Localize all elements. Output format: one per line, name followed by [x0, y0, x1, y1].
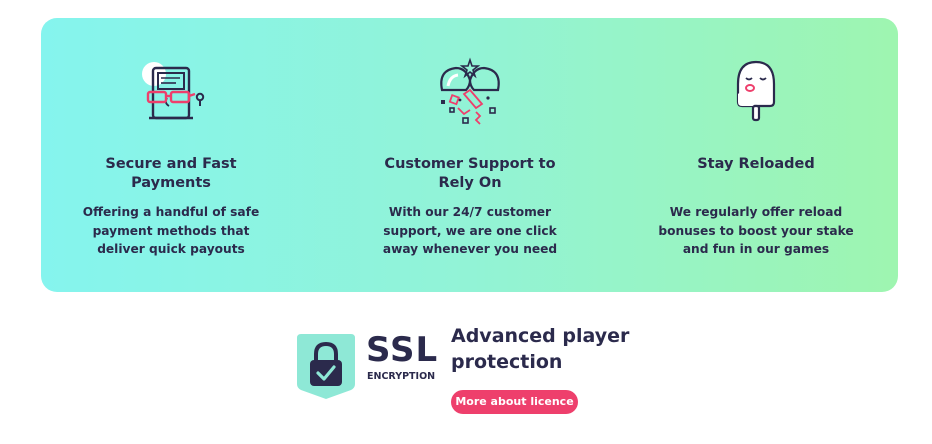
- feature-description: With our 24/7 customer support, we are o…: [340, 203, 600, 259]
- feature-description-line: away whenever you need: [382, 242, 558, 256]
- payment-terminal-glasses-icon: [142, 62, 205, 120]
- feature-title: Secure and Fast Payments: [41, 155, 301, 193]
- lock-shield-icon: [297, 334, 355, 399]
- feature-title-line: Stay Reloaded: [697, 156, 815, 172]
- feature-title-line: Rely On: [438, 175, 502, 191]
- feature-stay-reloaded: Stay Reloaded We regularly offer reload …: [626, 18, 886, 292]
- ssl-label: SSL: [366, 330, 439, 370]
- features-panel: Secure and Fast Payments Offering a hand…: [41, 18, 898, 292]
- protection-title-line: Advanced player: [451, 325, 630, 347]
- feature-secure-payments: Secure and Fast Payments Offering a hand…: [41, 18, 301, 292]
- more-about-licence-button[interactable]: More about licence: [451, 390, 578, 414]
- feature-title-line: Payments: [131, 175, 211, 191]
- feature-description-line: bonuses to boost your stake: [658, 223, 854, 238]
- feature-description-line: support, we are one click: [383, 223, 557, 238]
- feature-description-line: We regularly offer reload: [669, 205, 843, 219]
- feature-description-line: Offering a handful of safe: [82, 205, 260, 219]
- feature-description-line: payment methods that: [92, 223, 250, 238]
- feature-title: Customer Support to Rely On: [340, 155, 600, 193]
- player-protection-section: SSL ENCRYPTION Advanced player protectio…: [295, 325, 635, 428]
- encryption-label: ENCRYPTION: [367, 371, 436, 382]
- feature-title-line: Secure and Fast: [105, 156, 237, 172]
- feature-description: We regularly offer reload bonuses to boo…: [626, 203, 886, 259]
- ghost-popsicle-icon: [736, 60, 776, 122]
- feature-title: Stay Reloaded: [626, 155, 886, 174]
- feature-customer-support: Customer Support to Rely On With our 24/…: [340, 18, 600, 292]
- feature-description: Offering a handful of safe payment metho…: [41, 203, 301, 259]
- feature-description-line: With our 24/7 customer: [388, 205, 552, 219]
- protection-title-line: protection: [451, 351, 563, 373]
- feature-description-line: deliver quick payouts: [97, 242, 245, 256]
- feature-description-line: and fun in our games: [682, 242, 830, 256]
- broken-heart-support-icon: [440, 57, 500, 125]
- protection-title: Advanced player protection: [451, 323, 651, 375]
- feature-title-line: Customer Support to: [384, 156, 556, 172]
